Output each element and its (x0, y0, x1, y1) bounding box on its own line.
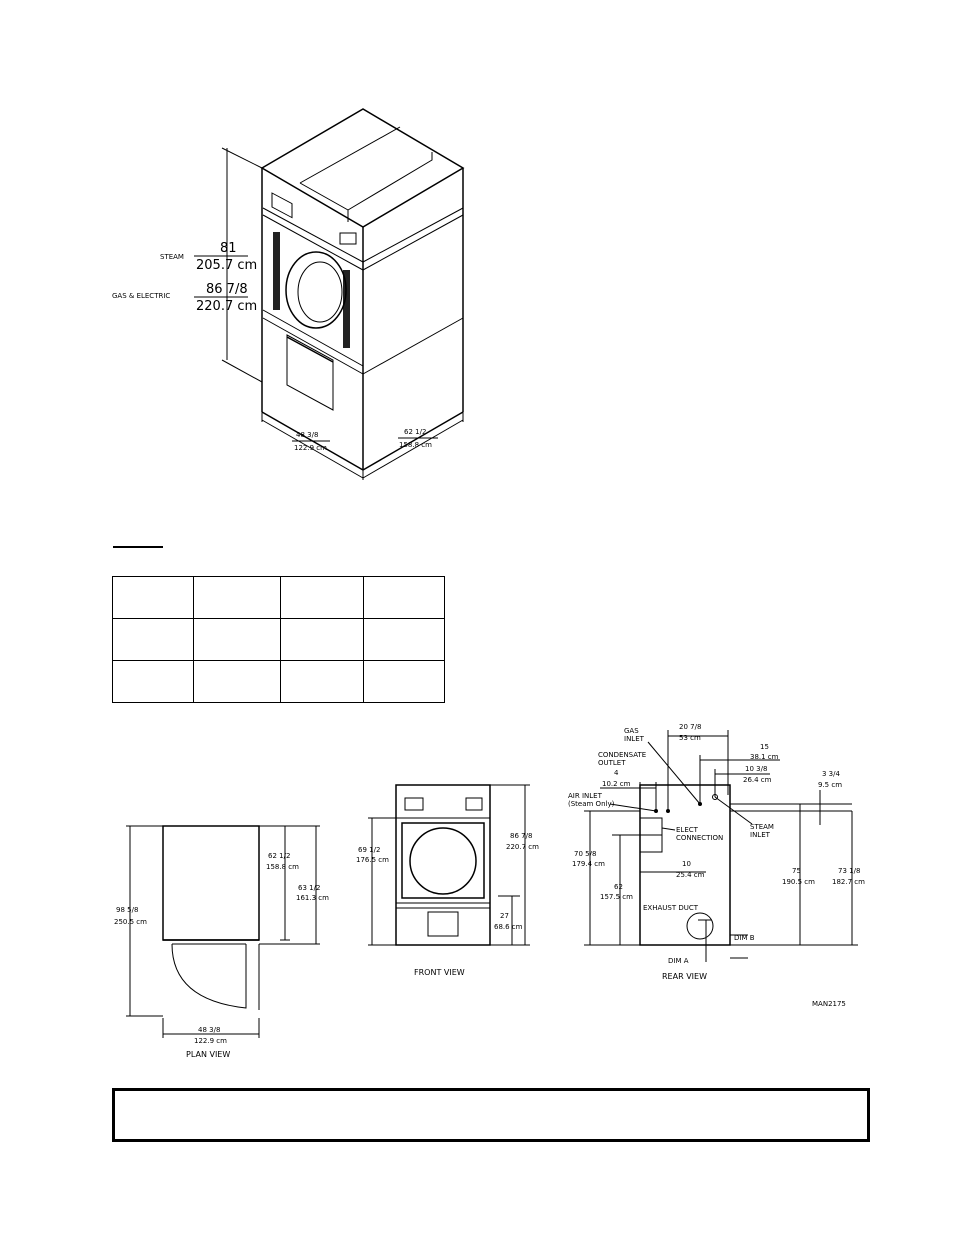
rear-70-cm: 179.4 cm (572, 860, 605, 868)
gas-height-cm: 220.7 cm (196, 299, 257, 314)
plan-door-in: 63 1/2 (298, 884, 320, 892)
rear-10b-in: 10 (682, 860, 691, 868)
steam-label: STEAM (160, 253, 184, 261)
rear-62-in: 62 (614, 883, 623, 891)
rear-75-cm: 190.5 cm (782, 878, 815, 886)
front-total-in: 86 7/8 (510, 832, 532, 840)
plan-width-cm: 122.9 cm (194, 1037, 227, 1045)
front-view-title: FRONT VIEW (414, 968, 465, 977)
svg-text:ELECT: ELECT (676, 826, 699, 834)
dim-a-label: DIM A (668, 957, 689, 965)
iso-width-in: 48 3/8 (296, 431, 318, 439)
plan-view: 98 5/8 250.5 cm 62 1/2 158.8 cm 63 1/2 1… (114, 825, 329, 1059)
front-base-in: 27 (500, 912, 509, 920)
rear-10b-cm: 25.4 cm (676, 871, 705, 879)
table-cell (280, 660, 364, 703)
rear-3-cm: 9.5 cm (818, 781, 842, 789)
steam-height-in: 81 (220, 241, 237, 256)
table-cell (112, 576, 194, 619)
rear-75-in: 75 (792, 867, 801, 875)
rear-10-cm: 26.4 cm (743, 776, 772, 784)
elect-label: CONNECTION (676, 834, 723, 842)
front-base-cm: 68.6 cm (494, 923, 523, 931)
drawing-ref: MAN2175 (812, 1000, 846, 1008)
steam-height-cm: 205.7 cm (196, 258, 257, 273)
rear-10-in: 10 3/8 (745, 765, 767, 773)
table-cell (193, 576, 281, 619)
condensate-label: OUTLET (598, 759, 626, 767)
table-cell (363, 618, 445, 661)
rear-62-cm: 157.5 cm (600, 893, 633, 901)
plan-overall-in: 98 5/8 (116, 906, 138, 914)
rear-15-in: 15 (760, 743, 769, 751)
plan-width-in: 48 3/8 (198, 1026, 220, 1034)
front-total-cm: 220.7 cm (506, 843, 539, 851)
table-row (112, 660, 445, 703)
rear-4-cm: 10.2 cm (602, 780, 631, 788)
gas-label: GAS & ELECTRIC (112, 292, 170, 300)
front-height-in: 69 1/2 (358, 846, 380, 854)
air-inlet-label: (Steam Only) (568, 800, 615, 808)
table-row (112, 576, 445, 619)
svg-text:AIR INLET: AIR INLET (568, 792, 603, 800)
iso-depth-cm: 158.8 cm (399, 441, 432, 449)
rear-15-cm: 38.1 cm (750, 753, 779, 761)
table-cell (193, 660, 281, 703)
table-cell (280, 576, 364, 619)
table-cell (112, 618, 194, 661)
steam-inlet-label: INLET (750, 831, 771, 839)
table-row (112, 618, 445, 661)
plan-door-cm: 161.3 cm (296, 894, 329, 902)
dim-b-label: DIM B (734, 934, 755, 942)
rear-20-in: 20 7/8 (679, 723, 701, 731)
table-cell (280, 618, 364, 661)
svg-text:CONDENSATE: CONDENSATE (598, 751, 646, 759)
table-cell (193, 618, 281, 661)
gas-height-in: 86 7/8 (206, 282, 248, 297)
rear-view: 20 7/8 53 cm 15 38.1 cm 10 3/8 26.4 cm 4… (568, 723, 865, 1008)
rear-73-cm: 182.7 cm (832, 878, 865, 886)
table-cell (112, 660, 194, 703)
front-height-cm: 176.5 cm (356, 856, 389, 864)
vent-grill (273, 232, 350, 348)
exhaust-label: EXHAUST DUCT (643, 904, 699, 912)
rear-4-in: 4 (614, 769, 619, 777)
table-cell (363, 576, 445, 619)
note-box (112, 1088, 870, 1142)
rear-3-in: 3 3/4 (822, 770, 840, 778)
isometric-dryer (260, 108, 465, 471)
rear-view-title: REAR VIEW (662, 972, 707, 981)
table-cell (363, 660, 445, 703)
heading-underline (113, 546, 163, 548)
specs-table (112, 576, 445, 703)
plan-depth-cm: 158.8 cm (266, 863, 299, 871)
svg-text:GAS: GAS (624, 727, 639, 735)
rear-20-cm: 53 cm (679, 734, 701, 742)
plan-view-title: PLAN VIEW (186, 1050, 230, 1059)
iso-width-cm: 122.9 cm (294, 444, 327, 452)
gas-inlet-label: INLET (624, 735, 645, 743)
plan-overall-cm: 250.5 cm (114, 918, 147, 926)
svg-text:STEAM: STEAM (750, 823, 774, 831)
rear-70-in: 70 5/8 (574, 850, 596, 858)
front-view: 69 1/2 176.5 cm 86 7/8 220.7 cm 27 68.6 … (356, 784, 539, 977)
iso-depth-in: 62 1/2 (404, 428, 426, 436)
rear-73-in: 73 1/8 (838, 867, 860, 875)
plan-depth-in: 62 1/2 (268, 852, 290, 860)
